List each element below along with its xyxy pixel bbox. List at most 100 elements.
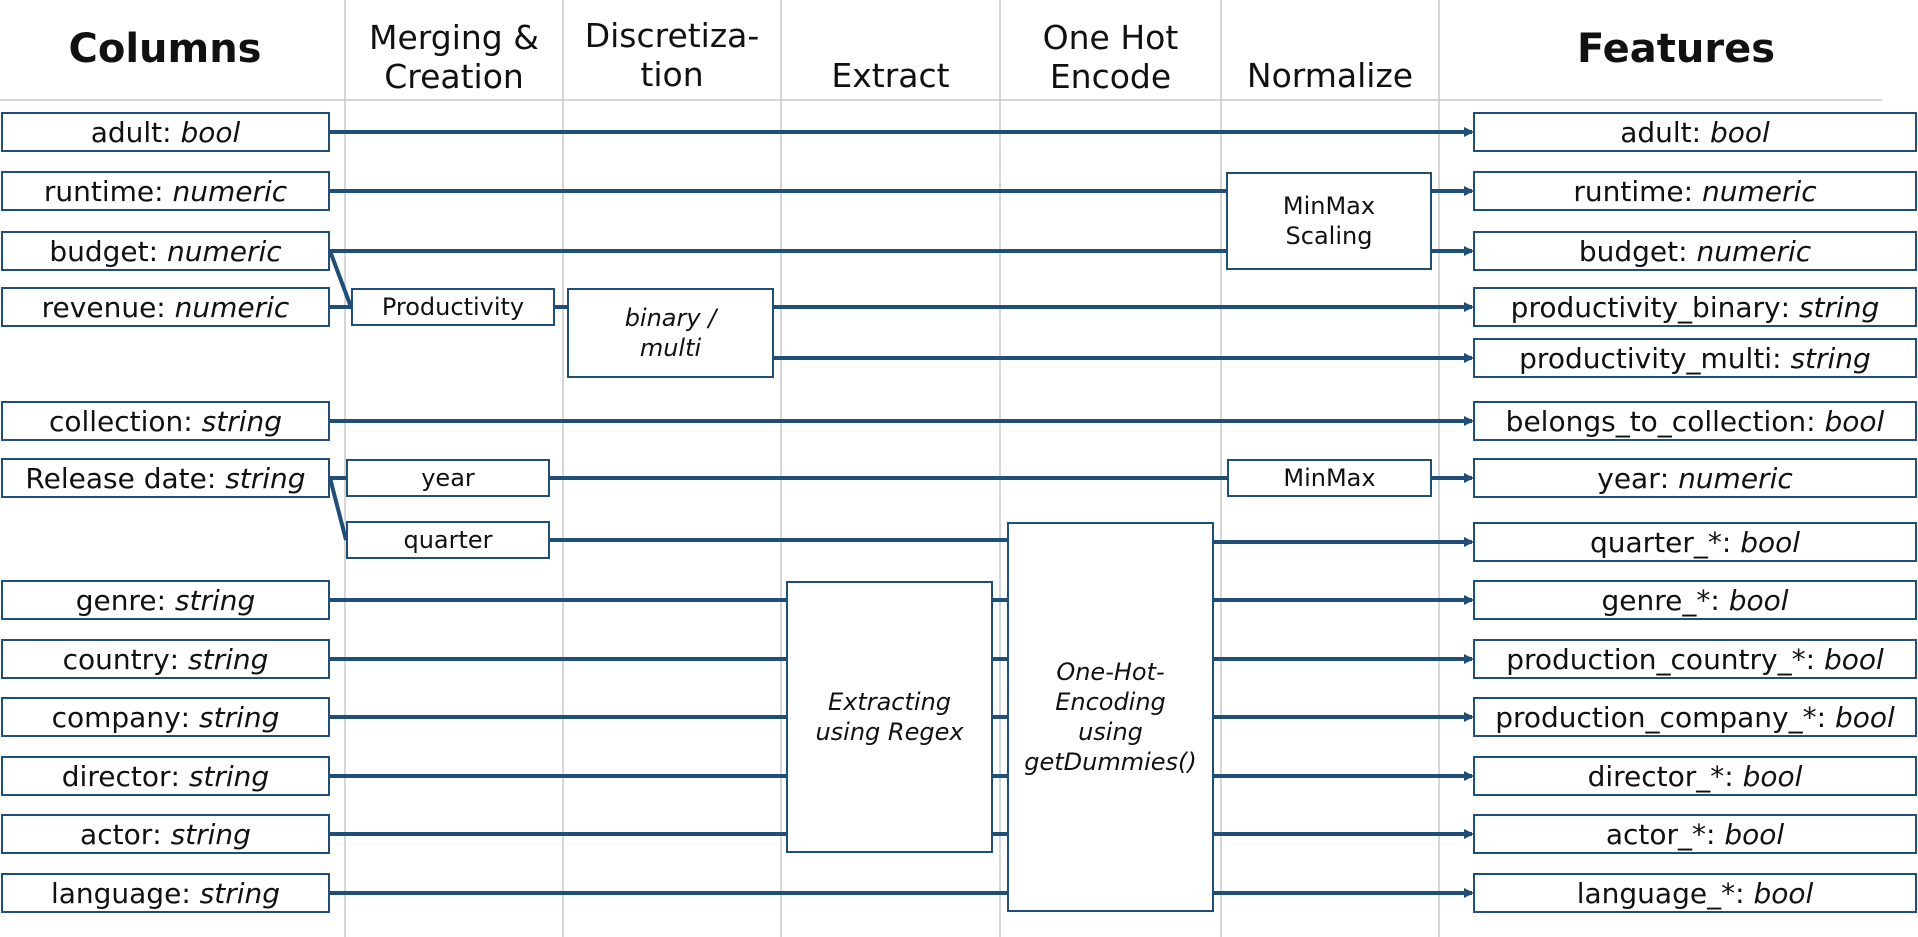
feature-label: production_company_* [1495,700,1817,734]
input-label: actor [80,817,153,851]
feature-separator: : [1772,341,1791,375]
input-label: budget [49,234,149,268]
feature-separator: : [1683,174,1702,208]
feature-type: numeric [1678,461,1793,495]
feature-type: bool [1753,876,1814,910]
feature-separator: : [1735,876,1754,910]
feature-productivity-multi: productivity_multi: string [1473,338,1917,378]
feature-type: string [1790,341,1871,375]
header-merging: Merging & Creation [369,18,539,96]
input-label: company [51,700,181,734]
header-discretization: Discretiza- tion [584,16,760,94]
feature-belongs-to-collection: belongs_to_collection: bool [1473,401,1917,441]
input-type: numeric [174,290,290,324]
feature-label: year [1597,461,1660,495]
feature-type: bool [1740,525,1801,559]
input-separator: : [152,817,171,851]
input-release-date: Release date: string [1,458,330,498]
feature-separator: : [1806,404,1825,438]
feature-label: actor_* [1605,817,1706,851]
input-separator: : [154,174,173,208]
input-type: string [170,817,251,851]
feature-separator: : [1710,583,1729,617]
feature-label: belongs_to_collection [1505,404,1807,438]
feature-type: bool [1834,700,1895,734]
feature-production-country: production_country_*: bool [1473,639,1917,679]
feature-label: runtime [1573,174,1684,208]
feature-language: language_*: bool [1473,873,1917,913]
feature-genre: genre_*: bool [1473,580,1917,620]
input-label: runtime [43,174,155,208]
quarter-box: quarter [346,521,550,559]
feature-runtime: runtime: numeric [1473,171,1917,211]
input-revenue: revenue: numeric [1,287,330,327]
input-actor: actor: string [1,814,330,854]
feature-label: production_country_* [1506,642,1806,676]
feature-separator: : [1816,700,1835,734]
input-type: string [188,759,270,793]
feature-adult: adult: bool [1473,112,1917,152]
input-type: string [199,700,280,734]
input-separator: : [162,115,181,149]
header-columns: Columns [68,26,262,72]
regex-box: Extracting using Regex [786,581,993,853]
feature-label: language_* [1576,876,1736,910]
input-label: Release date [25,461,207,495]
header-extract: Extract [831,56,950,95]
input-separator: : [206,461,226,495]
input-genre: genre: string [1,580,330,620]
input-collection: collection: string [1,401,330,441]
input-budget: budget: numeric [1,231,330,271]
input-type: string [199,876,281,910]
feature-label: director_* [1587,759,1725,793]
feature-label: genre_* [1601,583,1711,617]
input-type: string [201,404,283,438]
input-country: country: string [1,639,330,679]
feature-budget: budget: numeric [1473,231,1917,271]
input-adult: adult: bool [1,112,330,152]
input-label: director [61,759,171,793]
input-language: language: string [1,873,330,913]
connector-line [328,477,348,541]
feature-type: bool [1742,759,1803,793]
header-features: Features [1576,26,1776,72]
input-company: company: string [1,697,330,737]
feature-label: quarter_* [1589,525,1722,559]
input-type: string [174,583,256,617]
input-type: numeric [166,234,282,268]
feature-year: year: numeric [1473,458,1917,498]
input-type: string [188,642,269,676]
binary-multi-box: binary / multi [567,288,774,378]
input-label: country [62,642,170,676]
feature-label: adult [1620,115,1692,149]
input-label: adult [90,115,163,149]
feature-separator: : [1724,759,1743,793]
input-type: string [225,461,306,495]
feature-production-company: production_company_*: bool [1473,697,1917,737]
connector-line [328,250,353,308]
input-director: director: string [1,756,330,796]
input-label: revenue [41,290,157,324]
feature-type: bool [1823,642,1884,676]
connectors [328,127,1474,898]
input-type: numeric [172,174,288,208]
input-label: language [50,876,182,910]
input-separator: : [156,583,175,617]
input-separator: : [148,234,167,268]
feature-type: bool [1824,404,1885,438]
input-separator: : [180,700,199,734]
feature-type: numeric [1696,234,1812,268]
header-onehot: One Hot Encode [1042,18,1179,96]
feature-label: productivity_binary [1510,290,1781,324]
feature-type: numeric [1701,174,1817,208]
feature-separator: : [1659,461,1679,495]
feature-separator: : [1721,525,1741,559]
feature-actor: actor_*: bool [1473,814,1917,854]
feature-label: productivity_multi [1519,341,1773,375]
input-separator: : [181,876,200,910]
minmax-scaling-box: MinMax Scaling [1226,172,1432,270]
feature-type: bool [1728,583,1789,617]
feature-type: bool [1724,817,1785,851]
